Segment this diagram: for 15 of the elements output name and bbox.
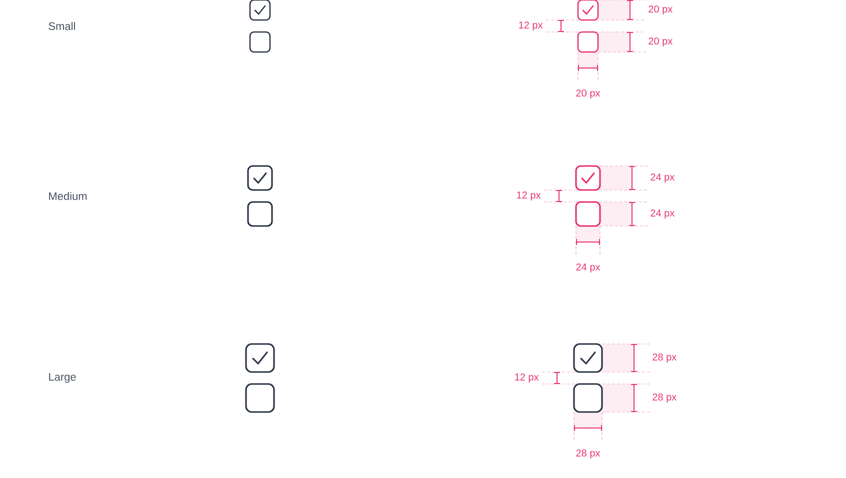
dimension-label: 24 px bbox=[576, 263, 600, 273]
dimension-label: 24 px bbox=[650, 173, 675, 183]
row-label: Small bbox=[48, 22, 75, 30]
row-label: Medium bbox=[49, 192, 87, 200]
row-label: Large bbox=[49, 373, 76, 383]
dimension-label: 20 px bbox=[576, 89, 600, 99]
dimension-label: 28 px bbox=[576, 449, 600, 459]
dimension-label: 28 px bbox=[652, 353, 677, 363]
dimension-label: 24 px bbox=[650, 209, 675, 219]
dimension-label: 20 px bbox=[648, 37, 673, 47]
dimension-label: 12 px bbox=[517, 191, 541, 201]
dimension-label: 12 px bbox=[519, 21, 543, 31]
dimension-label: 20 px bbox=[648, 5, 673, 15]
dimension-label: 28 px bbox=[652, 393, 677, 403]
dimension-label: 12 px bbox=[515, 373, 539, 383]
